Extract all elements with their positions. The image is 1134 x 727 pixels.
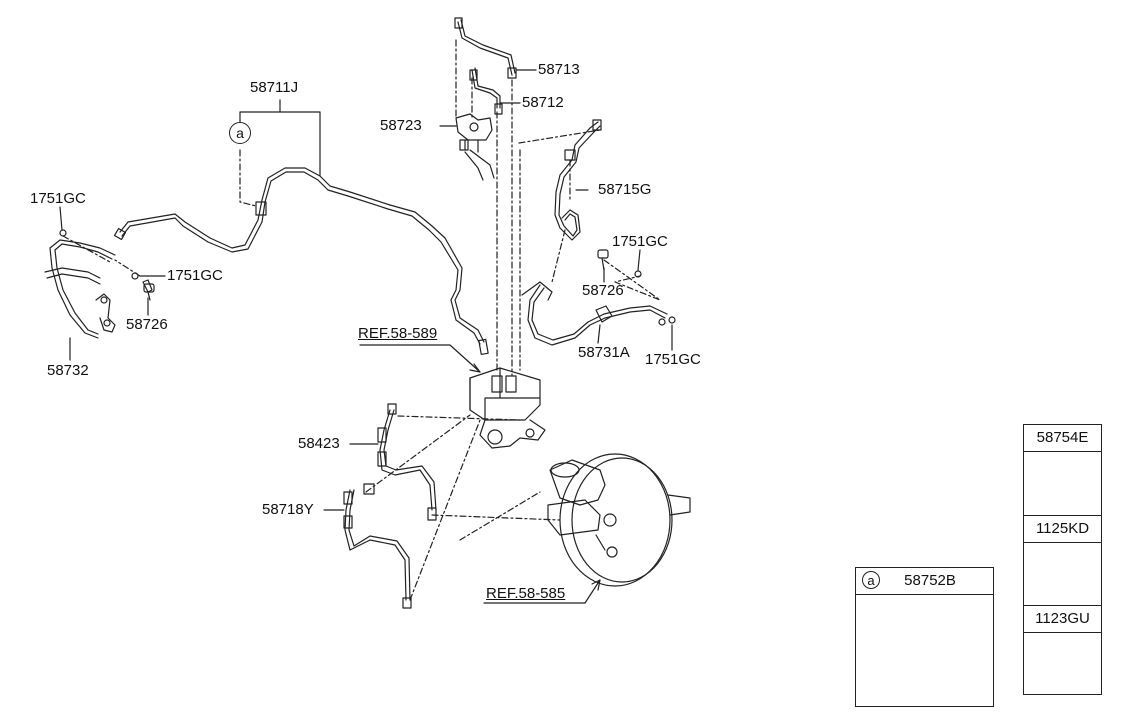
clip-1751GC-left-parts (59, 229, 155, 301)
legend-part-1123GU: 1123GU (1024, 606, 1101, 633)
callout-58718Y: 58718Y (262, 501, 314, 518)
callout-58712: 58712 (522, 94, 564, 111)
callout-1751GC-left: 1751GC (30, 190, 86, 207)
callout-1751GC-mid: 1751GC (167, 267, 223, 284)
callout-58731A: 58731A (578, 344, 630, 361)
brake-hose-58731A (521, 281, 668, 346)
ref-arrow-585 (591, 579, 601, 591)
callout-leader-lines (59, 69, 673, 604)
callout-58423: 58423 (298, 435, 340, 452)
callout-58715G: 58715G (598, 181, 652, 198)
callout-58713: 58713 (538, 61, 580, 78)
callout-58711J: 58711J (250, 79, 299, 96)
circle-marker-a-label: a (229, 122, 251, 144)
legend-part-58752B: 58752B (904, 572, 956, 589)
callout-58726-right: 58726 (582, 282, 624, 299)
legend-column-parts: 58754E 1125KD 1123GU (1023, 424, 1102, 695)
callout-1751GC-right-top: 1751GC (612, 233, 668, 250)
brake-pipe-58423 (377, 403, 437, 521)
circle-marker-a: a (229, 122, 251, 144)
legend-box-58752B: a 58752B (855, 567, 994, 707)
brake-hose-58732 (44, 239, 116, 339)
brake-pipe-58713 (454, 17, 517, 79)
brake-booster-master-cylinder (547, 453, 691, 587)
legend-box-58752B-header: a 58752B (856, 568, 993, 595)
brake-pipe-58712 (469, 67, 503, 115)
callout-58726-left: 58726 (126, 316, 168, 333)
dashed-guide-lines (62, 39, 661, 601)
ref-arrow-589 (469, 363, 481, 373)
callout-58723: 58723 (380, 117, 422, 134)
legend-part-58754E: 58754E (1024, 425, 1101, 452)
brake-pipe-58715G (554, 119, 602, 241)
reference-58-589: REF.58-589 (358, 325, 438, 342)
legend-marker-a: a (862, 571, 880, 589)
valve-58723 (455, 113, 495, 181)
abs-module (469, 367, 546, 449)
legend-divider (1024, 515, 1101, 516)
reference-58-585: REF.58-585 (486, 585, 566, 602)
legend-divider (1024, 605, 1101, 606)
legend-part-1125KD: 1125KD (1024, 516, 1101, 543)
brake-pipe-58718Y (343, 483, 412, 609)
callout-1751GC-right-bottom: 1751GC (645, 351, 701, 368)
callout-58732: 58732 (47, 362, 89, 379)
